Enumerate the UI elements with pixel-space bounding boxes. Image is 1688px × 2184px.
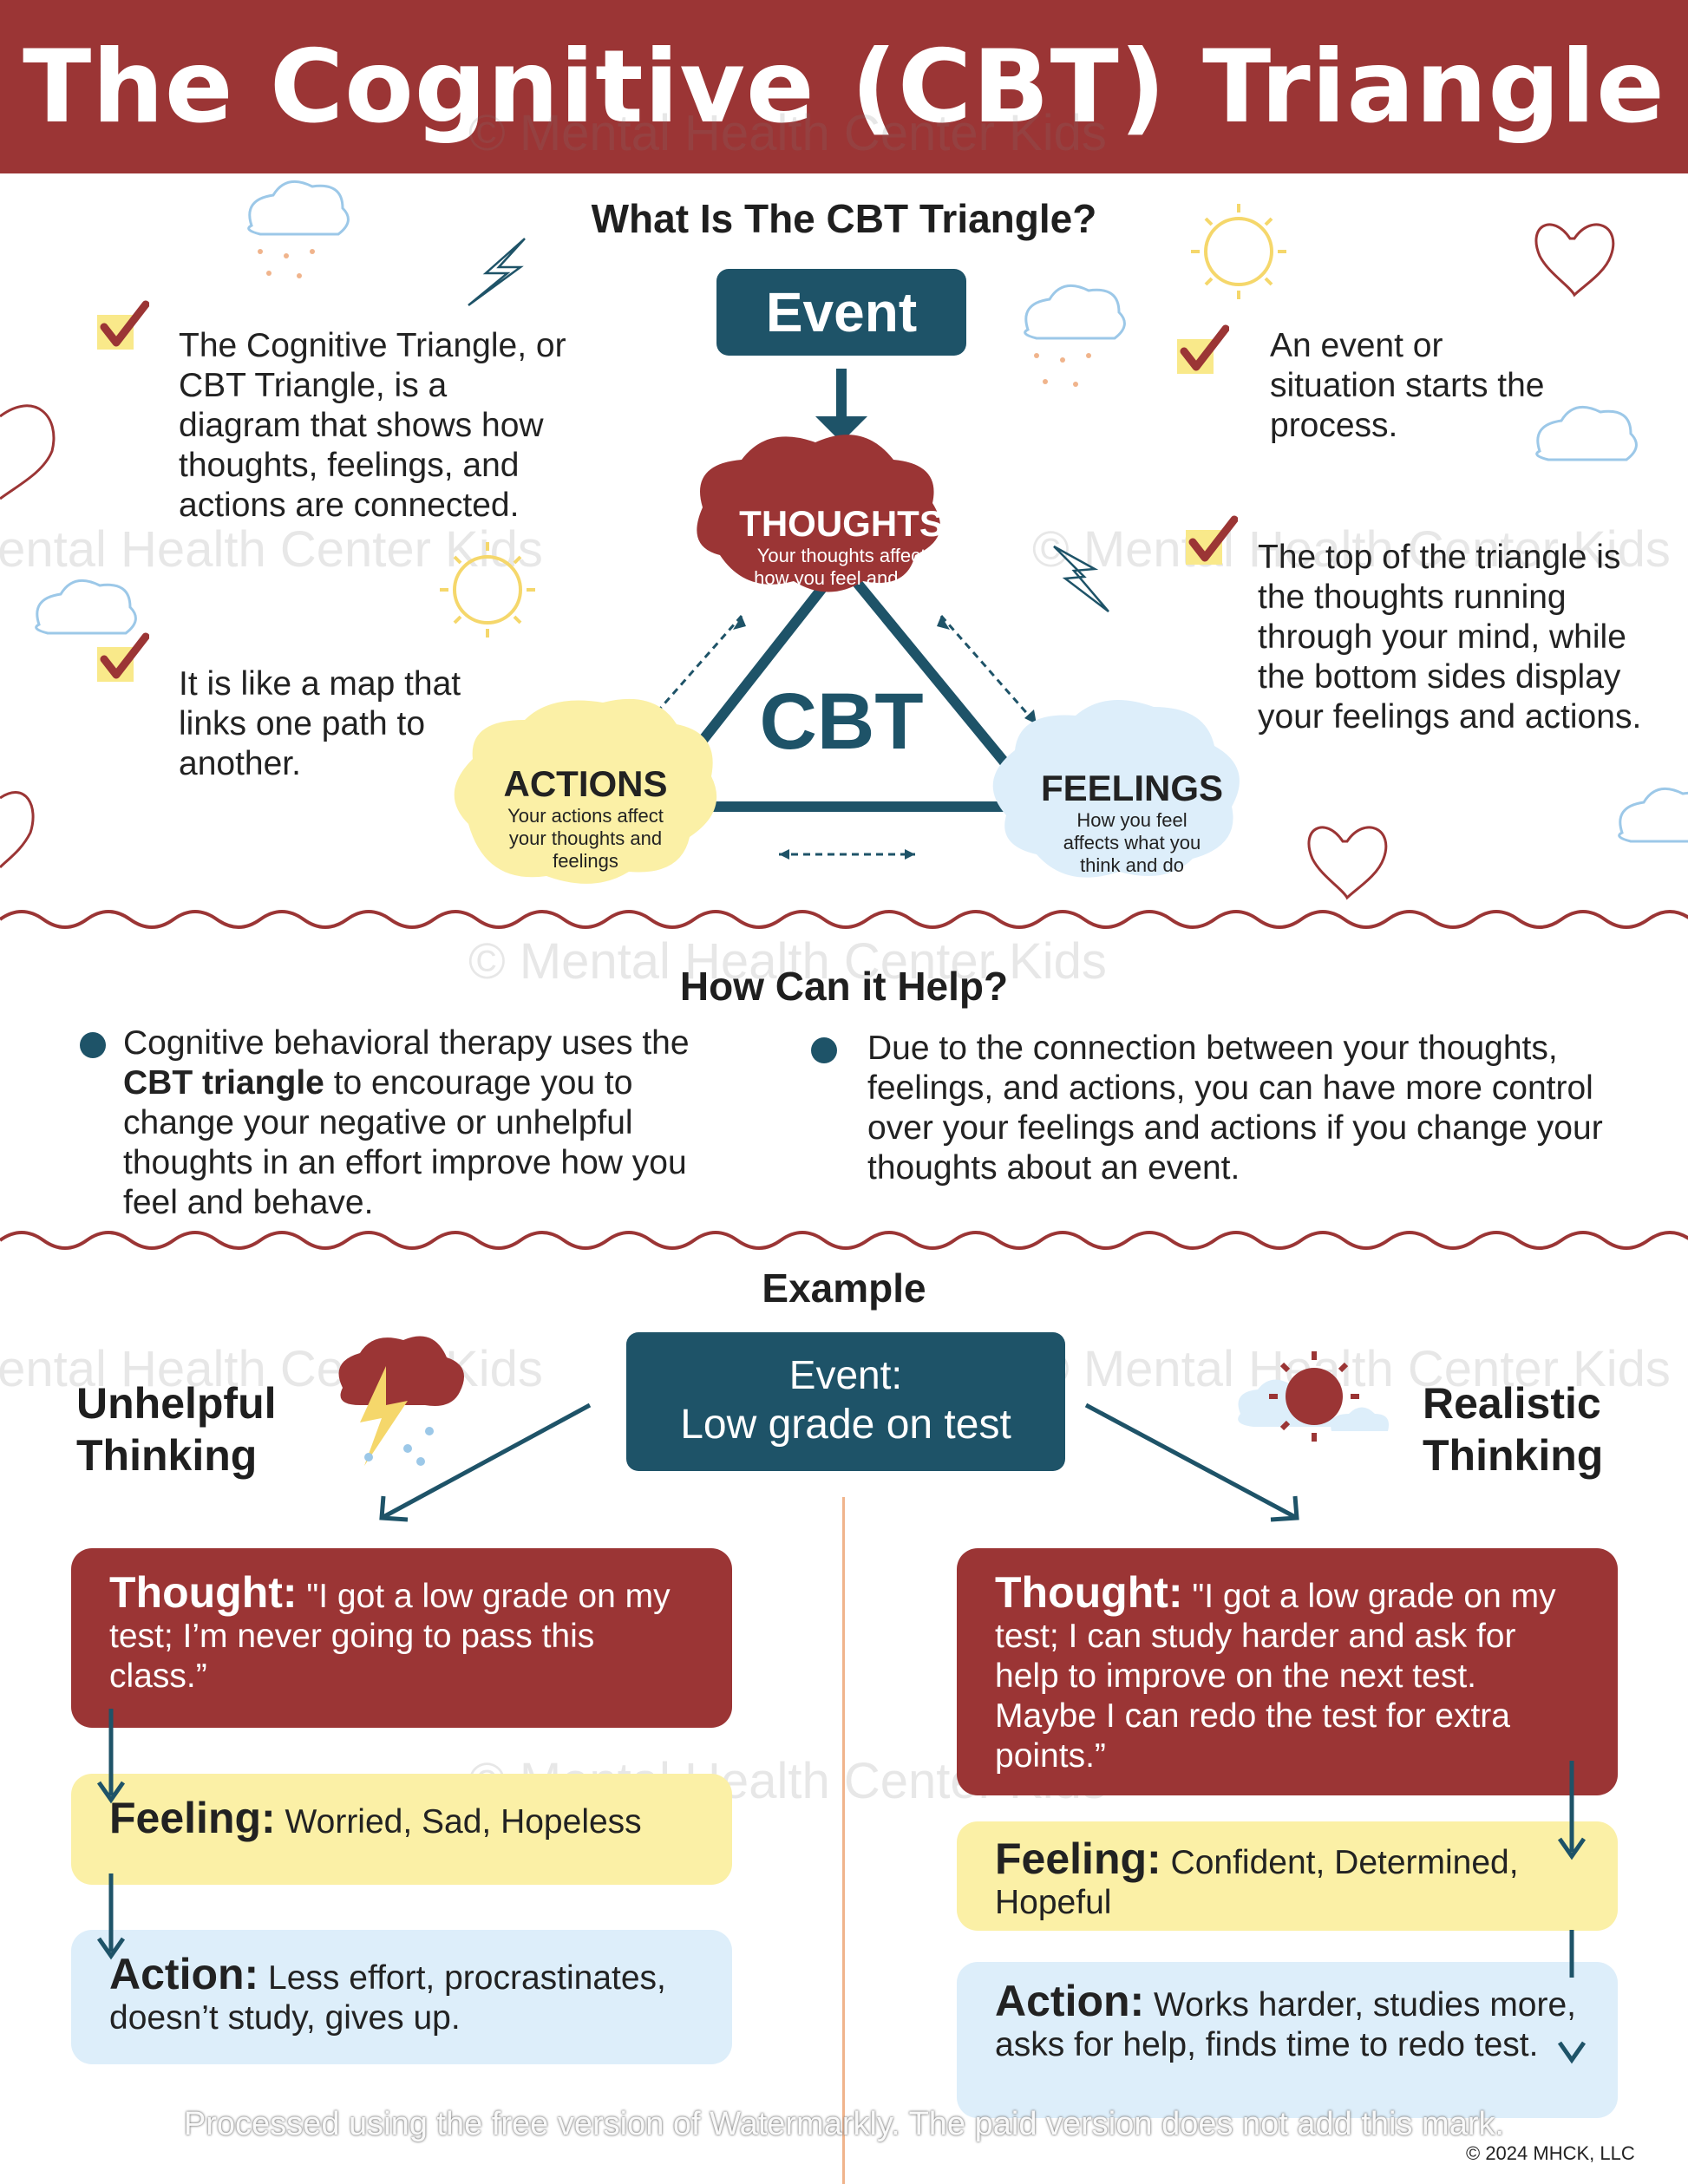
cbt-triangle-diagram [454,369,1240,884]
wavy-divider [0,1231,1688,1250]
sun-icon [453,217,1273,624]
feelings-title: FEELINGS [1040,768,1224,808]
storm-cloud-icon [338,1336,464,1466]
checkmark-icon [97,632,149,682]
cbt-center-label: CBT [759,677,924,766]
flow-arrows [96,1709,1587,1978]
realistic-feeling-box: Feeling: Confident, Determined, Hopeful [957,1821,1618,1931]
checkmark-icon [1177,324,1229,374]
event-box: Event [716,269,966,356]
event-arrow-head [815,416,867,442]
feeling-label: Feeling: [995,1834,1161,1883]
bullet-dot [811,1037,837,1063]
sun-rays-icon [440,204,1286,638]
heart-icon [0,223,1615,900]
realistic-thought-text: "I got a low grade on my test; I can stu… [995,1578,1556,1775]
example-decorations [338,1336,1389,1522]
decorations [0,180,1688,929]
thoughts-node: THOUGHTS Your thoughts affect how you fe… [703,503,980,590]
feelings-cloud [992,700,1240,878]
thoughts-cloud [697,435,940,592]
how-help-text: Cognitive behavioral therapy uses the [123,1024,690,1062]
actions-cloud [454,698,717,884]
realistic-thought-box: Thought: "I got a low grade on my test; … [957,1548,1618,1795]
what-is-point-2: It is like a map that links one path to … [179,665,461,782]
unhelpful-feeling-box: Feeling: Worried, Sad, Hopeless [71,1774,732,1885]
example-event-box: Event: Low grade on test [626,1332,1065,1471]
realistic-action-text: Works harder, studies more, asks for hel… [995,1986,1577,2063]
unhelpful-title: Unhelpful Thinking [76,1379,277,1480]
what-is-point-1: The Cognitive Triangle, or CBT Triangle,… [179,327,566,524]
lightning-icon [468,238,1109,612]
copyright: © 2024 MHCK, LLC [1466,2142,1635,2164]
example-event-value: Low grade on test [680,1402,1011,1448]
feeling-label: Feeling: [109,1794,276,1842]
footer-watermark: Processed using the free version of Wate… [183,2106,1505,2142]
example-arrows [379,1403,1299,1522]
how-help-bold: CBT triangle [123,1064,324,1102]
thoughts-subtitle: Your thoughts affect how you feel and ac… [754,545,929,589]
what-is-heading: What Is The CBT Triangle? [591,196,1097,241]
realistic-feeling-text: Confident, Determined, Hopeful [995,1844,1519,1921]
how-help-point-2: Due to the connection between your thoug… [867,1030,1603,1187]
actions-node: ACTIONS Your actions affect your thought… [473,763,698,873]
unhelpful-thought-box: Thought: "I got a low grade on my test; … [71,1548,732,1728]
example-heading: Example [762,1265,926,1311]
sun-cloud-icon [1238,1351,1389,1442]
unhelpful-action-box: Action: Less effort, procrastinates, doe… [71,1930,732,2064]
unhelpful-feeling-text: Worried, Sad, Hopeless [285,1803,642,1841]
checkmark-icon [1186,515,1238,565]
checkmark-icon [97,300,149,350]
page-title: The Cognitive (CBT) Triangle [23,28,1665,146]
title-banner: The Cognitive (CBT) Triangle [0,0,1688,173]
feelings-node: FEELINGS How you feel affects what you t… [1011,768,1253,877]
connection-arrows [644,615,1038,856]
feelings-subtitle: How you feel affects what you think and … [1063,809,1201,876]
actions-subtitle: Your actions affect your thoughts and fe… [507,805,664,872]
thought-label: Thought: [995,1568,1183,1617]
cloud-icon [35,180,1688,843]
action-label: Action: [109,1950,259,1998]
bullet-dot [80,1032,106,1058]
realistic-title: Realistic Thinking [1423,1379,1604,1480]
what-is-point-3: An event or situation starts the process… [1270,327,1545,444]
realistic-action-box: Action: Works harder, studies more, asks… [957,1962,1618,2118]
what-is-point-4: The top of the triangle is the thoughts … [1258,539,1642,736]
triangle-shape [645,559,1046,812]
actions-title: ACTIONS [503,763,668,804]
unhelpful-thought-text: "I got a low grade on my test; I’m never… [109,1578,671,1695]
center-divider [842,1497,845,2184]
rain-icon [258,249,1091,387]
thoughts-title: THOUGHTS [739,503,944,544]
example-event-label: Event: [788,1352,903,1397]
how-help-text: to encourage you to change your negative… [123,1064,687,1221]
unhelpful-action-text: Less effort, procrastinates, doesn’t stu… [109,1959,666,2037]
flow-arrow-head [1557,2041,1587,2064]
how-help-heading: How Can it Help? [679,964,1009,1009]
thought-label: Thought: [109,1568,298,1617]
how-help-point-1: Cognitive behavioral therapy uses the CB… [123,1023,748,1223]
action-label: Action: [995,1977,1145,2025]
wavy-divider [0,910,1688,929]
